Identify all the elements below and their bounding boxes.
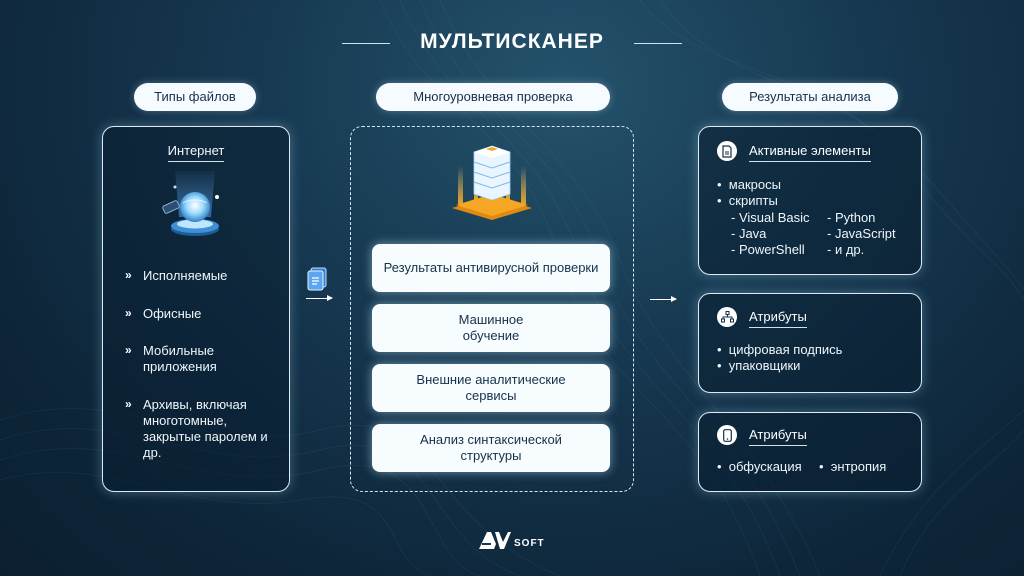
- file-types-panel: Интернет » Исполняемые » Офисные: [102, 126, 290, 492]
- language-label: - Java: [731, 226, 767, 241]
- check-machine-learning: Машинное обучение: [372, 304, 610, 352]
- language-label: - Visual Basic: [731, 210, 810, 225]
- result-bullet: • скрипты: [717, 193, 778, 208]
- chevron-double-icon: »: [125, 397, 132, 411]
- result-title: Атрибуты: [749, 427, 807, 446]
- result-title-text: Атрибуты: [749, 427, 807, 446]
- bullet-text: скрипты: [728, 193, 778, 208]
- phone-icon: [717, 425, 737, 445]
- result-bullet: • макросы: [717, 177, 781, 192]
- bullet-text: обфускация: [728, 459, 802, 474]
- result-active-elements: Активные элементы • макросы • скрипты - …: [698, 126, 922, 275]
- bullet-text: энтропия: [830, 459, 887, 474]
- arrow-to-results: [650, 296, 677, 302]
- result-attributes-obfuscation: Атрибуты • обфускация • энтропия: [698, 412, 922, 492]
- result-title: Атрибуты: [749, 309, 807, 328]
- pill-multilevel-check: Многоуровневая проверка: [376, 83, 610, 111]
- title-line-left: [342, 43, 390, 44]
- result-title-text: Активные элементы: [749, 143, 871, 162]
- chevron-double-icon: »: [125, 343, 132, 357]
- bullet-text: упаковщики: [728, 358, 801, 373]
- pill-file-types: Типы файлов: [134, 83, 256, 111]
- check-syntax-analysis: Анализ синтаксической структуры: [372, 424, 610, 472]
- result-title: Активные элементы: [749, 143, 871, 162]
- file-transfer-icon: [307, 267, 327, 291]
- file-type-label: Мобильные приложения: [143, 343, 217, 374]
- internet-label-text: Интернет: [167, 143, 225, 162]
- result-title-text: Атрибуты: [749, 309, 807, 328]
- file-type-label: Офисные: [143, 306, 202, 321]
- file-type-item: » Архивы, включая многотомные, закрытые …: [125, 397, 268, 461]
- chevron-double-icon: »: [125, 268, 132, 282]
- title-container: МУЛЬТИСКАНЕР: [0, 30, 1024, 54]
- server-cube-icon: [452, 145, 532, 220]
- check-external-services: Внешние аналитические сервисы: [372, 364, 610, 412]
- bullet-text: макросы: [728, 177, 781, 192]
- bullet-text: цифровая подпись: [728, 342, 843, 357]
- avsoft-logo: SOFT: [478, 528, 545, 550]
- check-antivirus: Результаты антивирусной проверки: [372, 244, 610, 292]
- result-bullet: • цифровая подпись: [717, 342, 843, 357]
- network-icon: [717, 307, 737, 327]
- language-label: - JavaScript: [827, 226, 896, 241]
- language-label: - Python: [827, 210, 876, 225]
- pill-analysis-results: Результаты анализа: [722, 83, 898, 111]
- globe-scanner-icon: [162, 171, 219, 236]
- internet-label: Интернет: [103, 143, 289, 162]
- title-line-right: [634, 43, 682, 44]
- language-label: - и др.: [827, 242, 865, 257]
- page-title: МУЛЬТИСКАНЕР: [420, 30, 604, 53]
- file-type-item: » Исполняемые: [125, 268, 268, 284]
- checks-container: [350, 126, 634, 492]
- logo-text: SOFT: [514, 538, 545, 549]
- result-bullet: • обфускация: [717, 459, 802, 474]
- result-bullet: • энтропия: [819, 459, 887, 474]
- result-bullet: • упаковщики: [717, 358, 801, 373]
- arrow-to-checks: [306, 295, 333, 301]
- file-type-item: » Офисные: [125, 306, 268, 322]
- language-label: - PowerShell: [731, 242, 805, 257]
- chevron-double-icon: »: [125, 306, 132, 320]
- result-attributes-signature: Атрибуты • цифровая подпись • упаковщики: [698, 293, 922, 393]
- document-icon: [717, 141, 737, 161]
- av-logo-mark-icon: [479, 532, 511, 549]
- file-type-label: Архивы, включая многотомные, закрытые па…: [143, 397, 268, 460]
- file-type-item: » Мобильные приложения: [125, 343, 238, 375]
- file-type-label: Исполняемые: [143, 268, 228, 283]
